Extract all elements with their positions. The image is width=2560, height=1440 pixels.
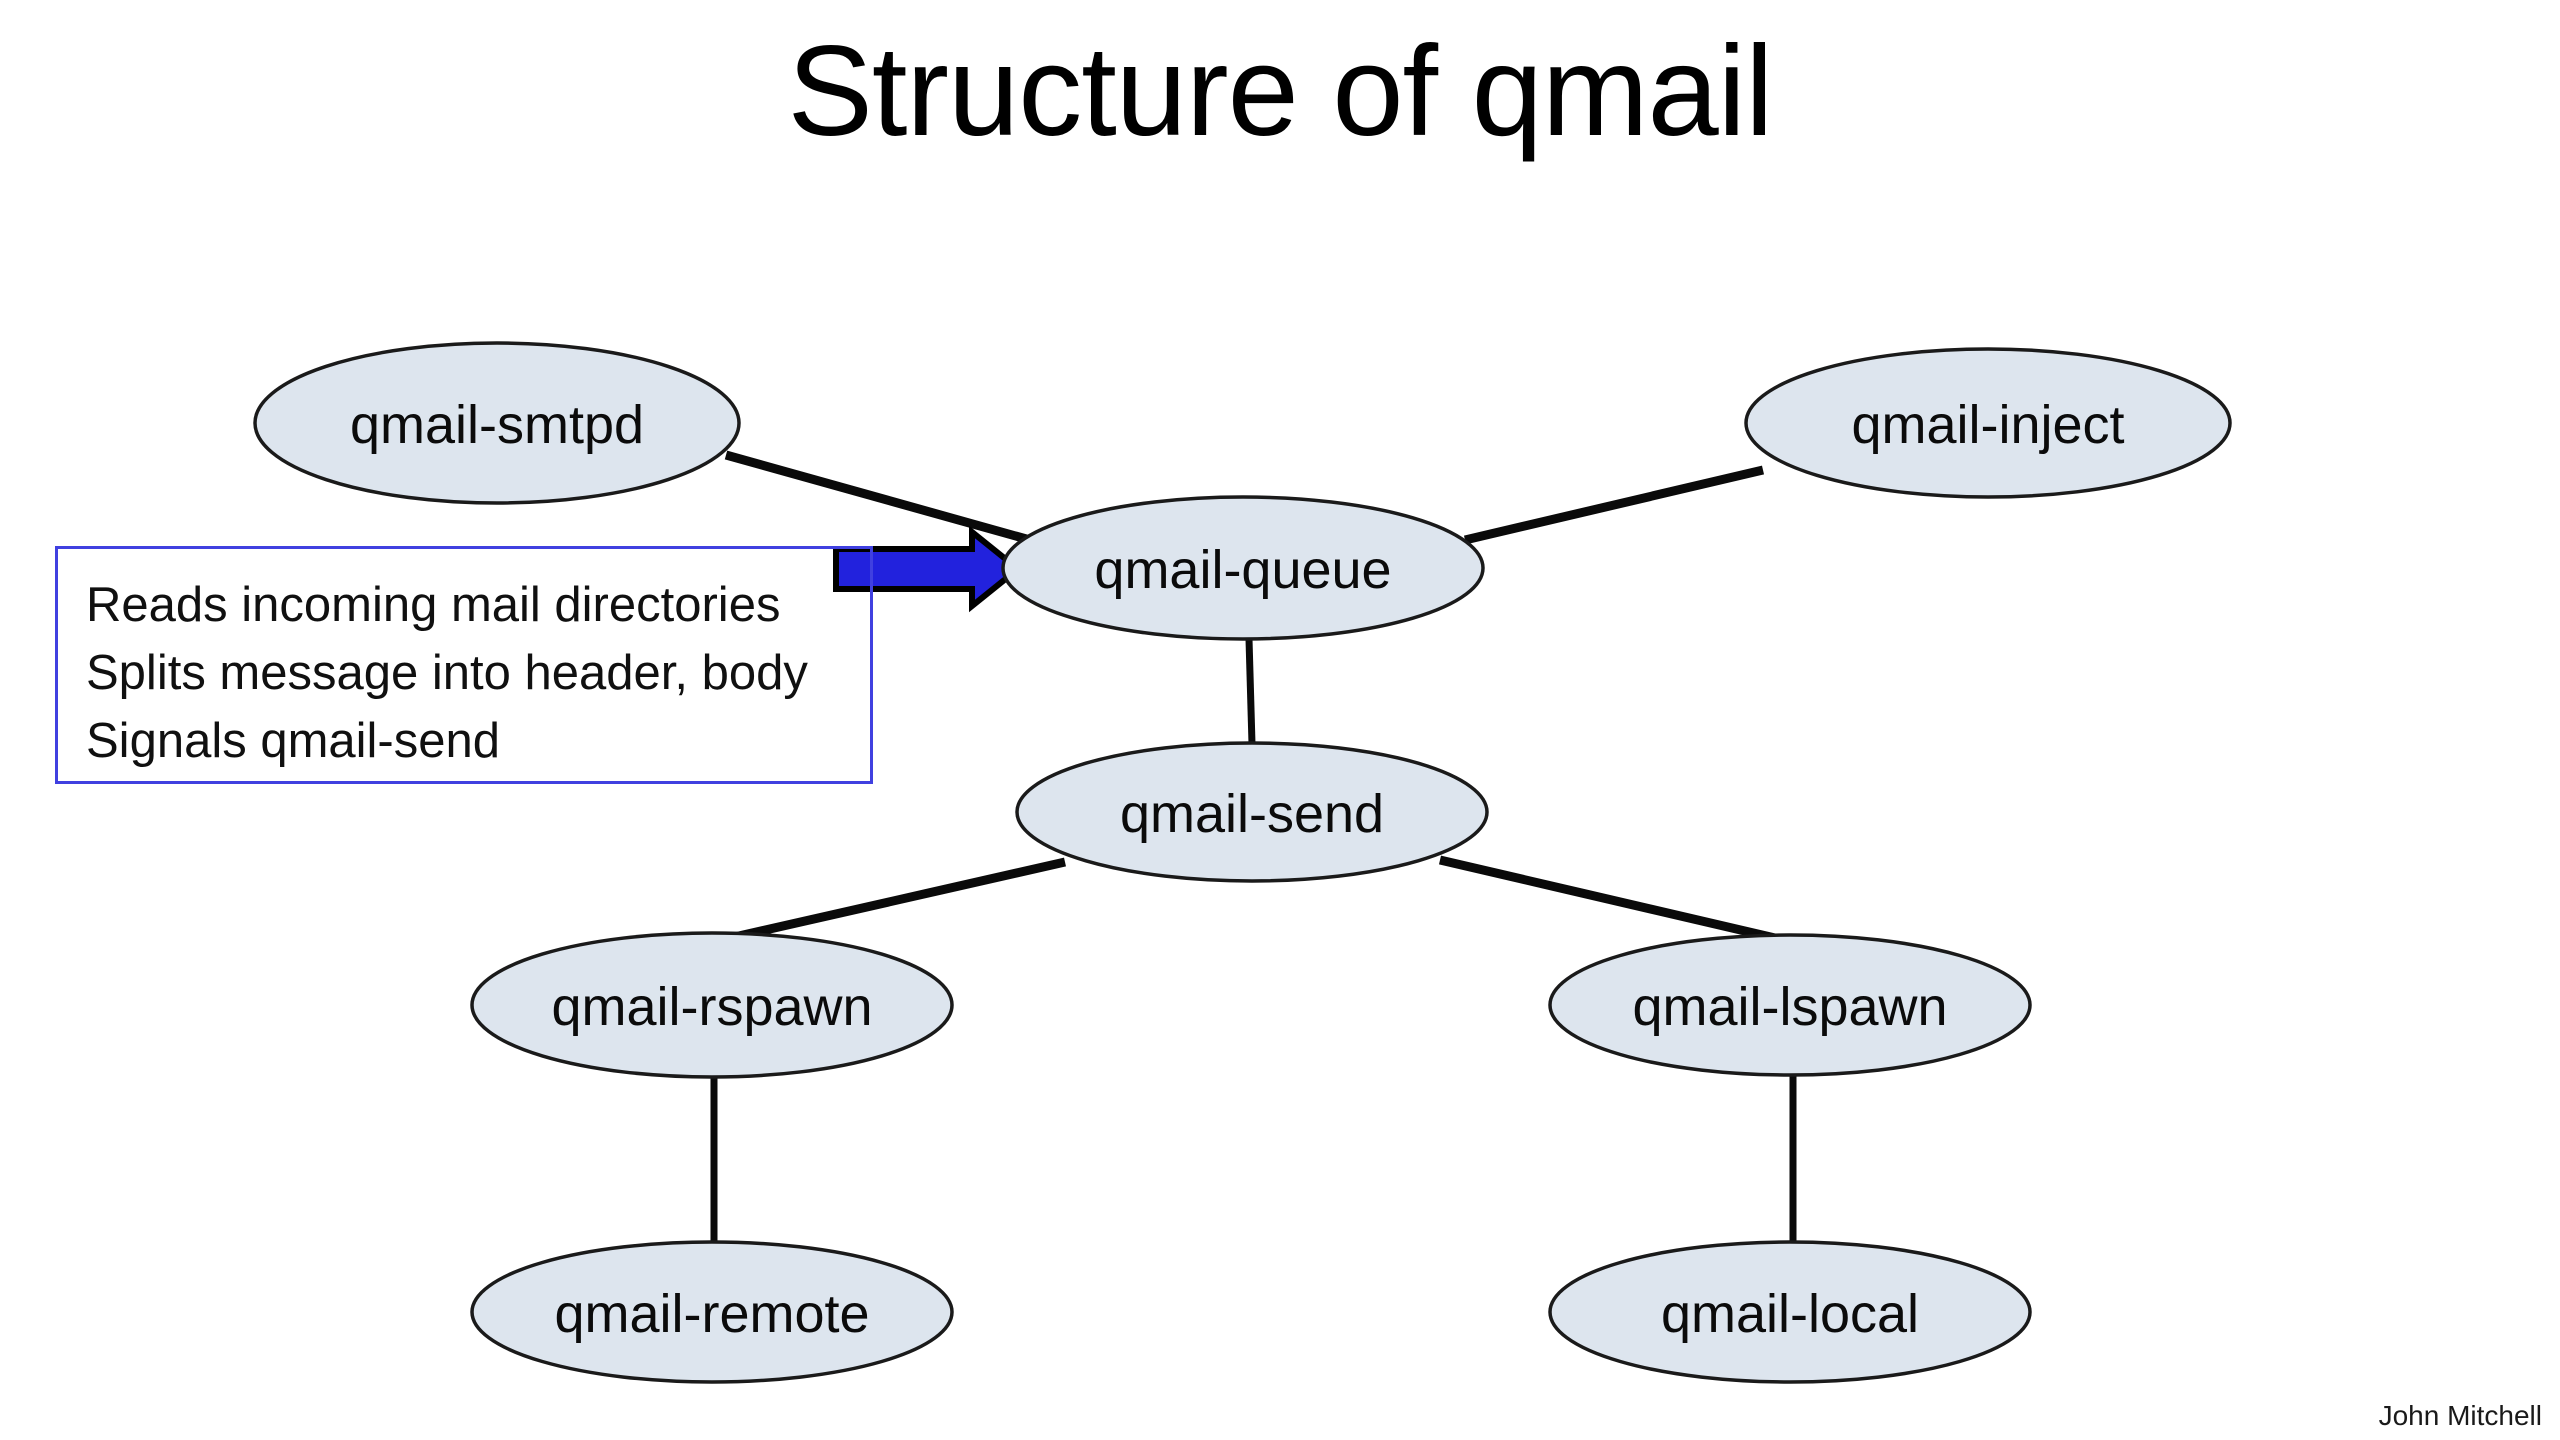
node-label: qmail-rspawn	[551, 977, 872, 1037]
node-label: qmail-local	[1661, 1284, 1919, 1344]
callout-pointer-arrow-icon	[833, 525, 1023, 613]
node-label: qmail-smtpd	[350, 395, 644, 455]
callout-line: Reads incoming mail directories	[86, 578, 781, 632]
edge-smtpd-queue	[724, 450, 1032, 545]
page-title: Structure of qmail	[787, 20, 1773, 163]
edge-queue-send	[1245, 638, 1256, 745]
node-label: qmail-remote	[554, 1284, 869, 1344]
callout-line: Splits message into header, body	[86, 646, 808, 700]
node-qmail-send[interactable]: qmail-send	[1015, 741, 1489, 883]
node-label: qmail-queue	[1094, 540, 1391, 600]
edge-inject-queue	[1463, 465, 1765, 545]
edge-send-rspawn	[729, 857, 1066, 943]
node-shape	[1548, 1240, 2032, 1384]
node-shape	[470, 931, 954, 1079]
node-qmail-remote[interactable]: qmail-remote	[470, 1240, 954, 1384]
node-label: qmail-lspawn	[1632, 977, 1947, 1037]
node-shape	[253, 341, 741, 505]
node-qmail-queue[interactable]: qmail-queue	[1001, 495, 1485, 641]
node-shape	[470, 1240, 954, 1384]
node-qmail-rspawn[interactable]: qmail-rspawn	[470, 931, 954, 1079]
node-qmail-smtpd[interactable]: qmail-smtpd	[253, 341, 741, 505]
node-shape	[1001, 495, 1485, 641]
node-shape	[1548, 933, 2032, 1077]
node-shape	[1015, 741, 1489, 883]
author-credit: John Mitchell	[2378, 1400, 2542, 1431]
node-qmail-inject[interactable]: qmail-inject	[1744, 347, 2232, 499]
node-shape	[1744, 347, 2232, 499]
edge-send-lspawn	[1438, 855, 1777, 943]
node-qmail-lspawn[interactable]: qmail-lspawn	[1548, 933, 2032, 1077]
node-label: qmail-inject	[1851, 395, 2124, 455]
edge-layer	[710, 450, 1797, 1243]
callout-line: Signals qmail-send	[86, 714, 500, 768]
callout-textbox: Reads incoming mail directories Splits m…	[55, 546, 873, 784]
node-layer: qmail-smtpd qmail-inject qmail-queue qmail-…	[253, 341, 2232, 1384]
node-qmail-local[interactable]: qmail-local	[1548, 1240, 2032, 1384]
annotation-arrow-layer	[833, 525, 1023, 613]
node-label: qmail-send	[1120, 784, 1384, 844]
